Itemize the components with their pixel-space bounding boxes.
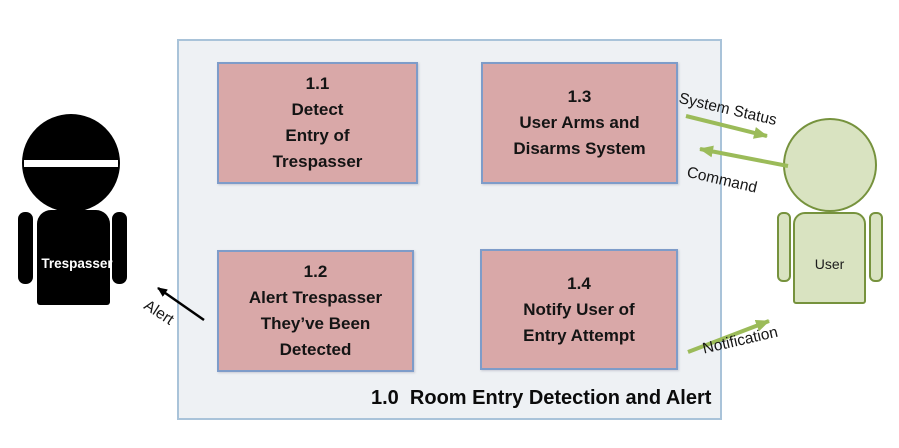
process-box-1-4: 1.4 Notify User of Entry Attempt — [480, 249, 678, 370]
process-text-1-4: 1.4 Notify User of Entry Attempt — [523, 273, 635, 345]
alert-flow-label: Alert — [140, 297, 177, 329]
trespasser-body — [37, 210, 110, 305]
process-text-1-2: 1.2 Alert Trespasser They’ve Been Detect… — [248, 262, 383, 359]
trespasser-right-arm — [112, 212, 127, 284]
process-box-1-3: 1.3 User Arms and Disarms System — [481, 62, 678, 184]
trespasser-mask-stripe — [24, 160, 118, 167]
user-left-arm — [777, 212, 791, 282]
system-title: 1.0 Room Entry Detection and Alert — [371, 387, 712, 409]
user-body — [793, 212, 866, 304]
user-head-icon — [783, 118, 877, 212]
user-label: User — [814, 256, 845, 272]
user-right-arm — [869, 212, 883, 282]
process-text-1-1: 1.1 Detect Entry of Trespasser — [272, 74, 363, 171]
process-text-1-3: 1.3 User Arms and Disarms System — [513, 87, 646, 158]
trespasser-left-arm — [18, 212, 33, 284]
process-box-1-2: 1.2 Alert Trespasser They’ve Been Detect… — [217, 250, 414, 372]
process-box-1-1: 1.1 Detect Entry of Trespasser — [217, 62, 418, 184]
trespasser-label: Trespasser — [41, 256, 113, 271]
